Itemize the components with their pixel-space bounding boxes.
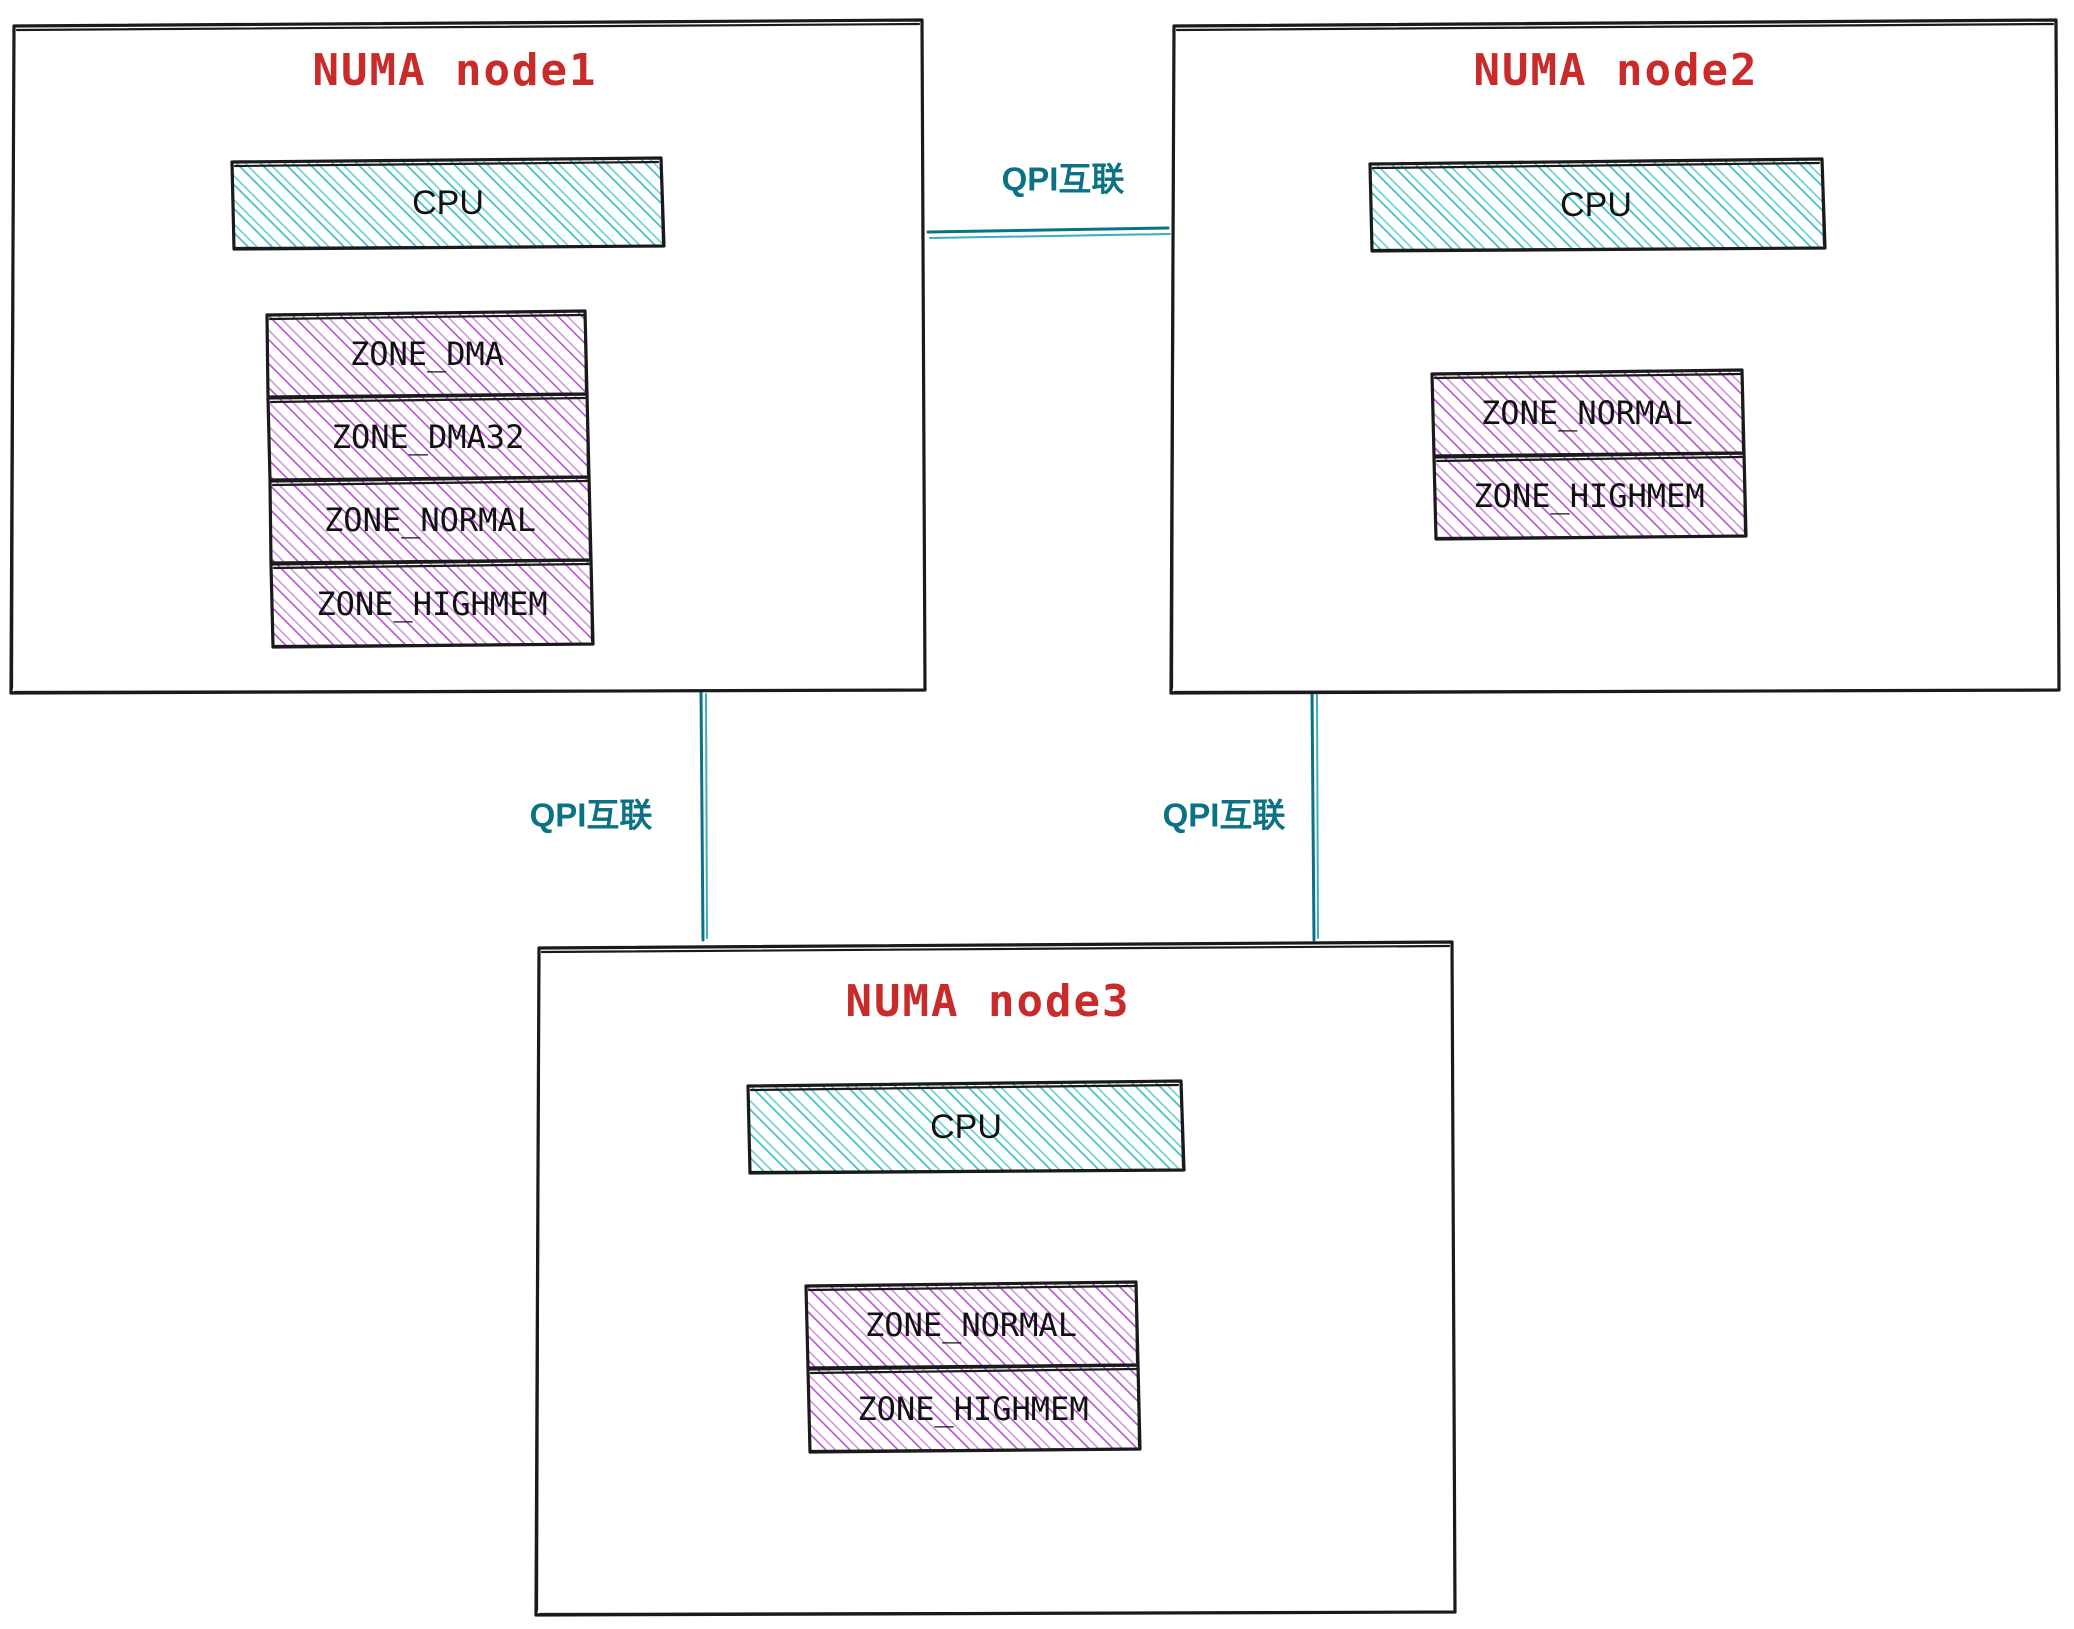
numa-node2-title: NUMA node2 [1474,45,1759,96]
zone-box[interactable]: ZONE_DMA [265,309,589,399]
numa-node2-cpu-label: CPU [1560,186,1632,224]
connection-node1-node2: QPI互联 [926,161,1171,239]
numa-node1-cpu-label: CPU [412,184,484,222]
connection-node2-node3: QPI互联 [1163,690,1319,942]
connection-node1-node3: QPI互联 [530,690,708,942]
zone-label: ZONE_HIGHMEM [857,1390,1088,1428]
numa-node3-cpu-box[interactable]: CPU [746,1079,1186,1175]
zone-label: ZONE_NORMAL [324,501,536,539]
zone-label: ZONE_DMA32 [332,418,525,456]
numa-node1-title: NUMA node1 [313,45,598,96]
connection-label-node1-node3: QPI互联 [530,797,653,834]
numa-node3-title: NUMA node3 [846,976,1131,1027]
connection-label-node2-node3: QPI互联 [1163,797,1286,834]
connection-label-node1-node2: QPI互联 [1002,161,1125,198]
zone-box[interactable]: ZONE_HIGHMEM [269,558,595,649]
numa-node3-cpu-label: CPU [930,1108,1002,1146]
zone-label: ZONE_HIGHMEM [1473,477,1704,515]
numa-node1-zone-stack: ZONE_DMA ZONE_DMA32 ZONE_NORMAL ZONE_HIG… [265,309,595,649]
zone-box[interactable]: ZONE_HIGHMEM [806,1363,1142,1454]
numa-node2-zone-stack: ZONE_NORMAL ZONE_HIGHMEM [1430,368,1748,541]
zone-label: ZONE_DMA [350,335,504,373]
zone-label: ZONE_NORMAL [865,1306,1077,1344]
numa-node3-zone-stack: ZONE_NORMAL ZONE_HIGHMEM [804,1280,1142,1454]
zone-box[interactable]: ZONE_NORMAL [804,1280,1140,1370]
numa-node1-container[interactable]: NUMA node1 CPU ZONE_DMA ZONE_DMA32 [9,18,927,695]
zone-box[interactable]: ZONE_NORMAL [1430,368,1746,458]
numa-node2-cpu-box[interactable]: CPU [1368,157,1827,253]
numa-node3-container[interactable]: NUMA node3 CPU ZONE_NORMAL ZONE_HIGHMEM [534,940,1457,1617]
zone-label: ZONE_NORMAL [1481,394,1693,432]
numa-node1-cpu-box[interactable]: CPU [230,156,666,251]
zone-box[interactable]: ZONE_DMA32 [266,392,591,482]
zone-label: ZONE_HIGHMEM [316,585,547,623]
zone-box[interactable]: ZONE_HIGHMEM [1432,451,1748,541]
zone-box[interactable]: ZONE_NORMAL [268,475,593,565]
numa-node2-container[interactable]: NUMA node2 CPU ZONE_NORMAL ZONE_HIGHMEM [1169,18,2061,695]
